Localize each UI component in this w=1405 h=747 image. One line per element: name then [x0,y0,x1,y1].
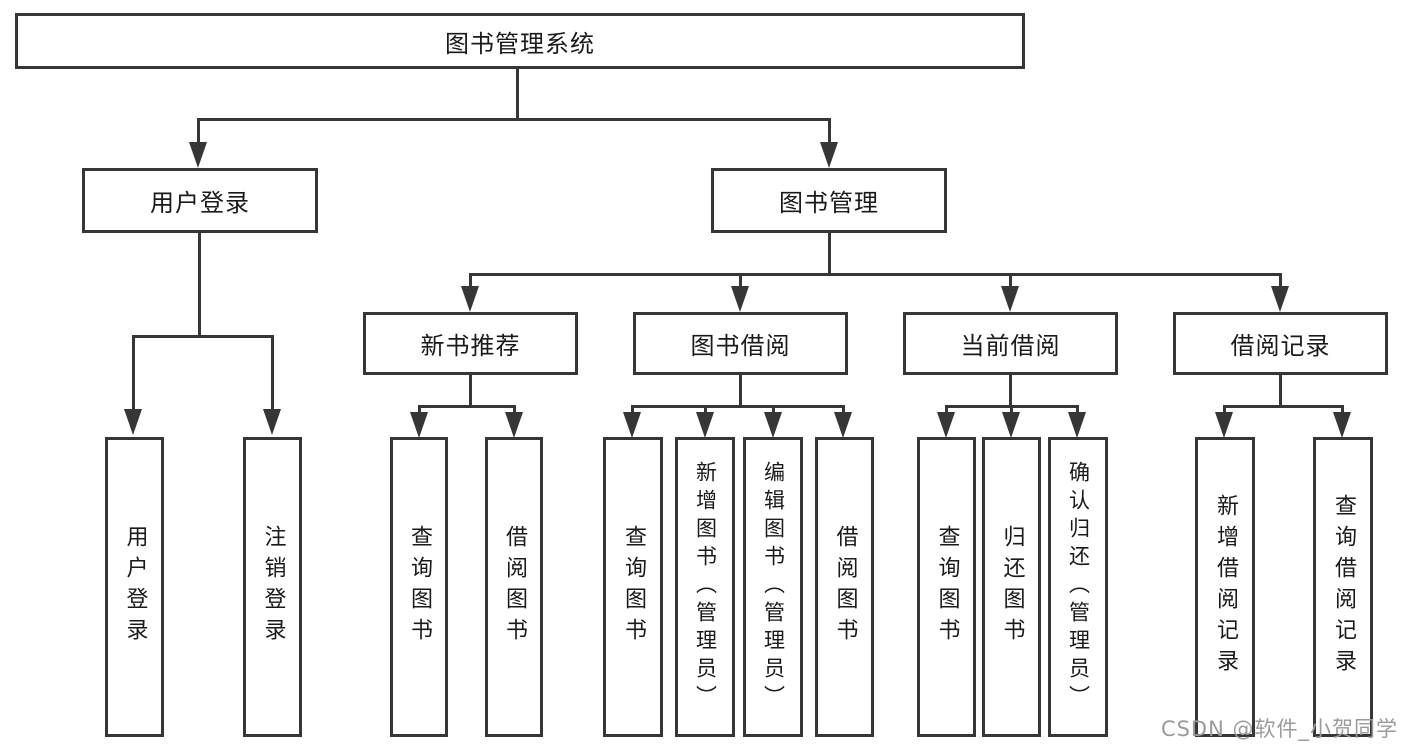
connector-arrow-stem-new-books [469,273,472,288]
node-label: 图书管理 [779,189,879,217]
arrowhead-user-login [189,142,207,168]
connector-borrow-records-stem [1279,375,1282,408]
leaf-logout: 注销登录 [243,437,302,737]
node-book-borrowing: 图书借阅 [633,312,848,375]
node-borrowing-records: 借阅记录 [1173,312,1388,375]
csdn-watermark: CSDN @软件_小贺同学 [1160,717,1398,741]
connector-arrow-stem-borrow-records [1279,273,1282,288]
node-library-management-system: 图书管理系统 [15,13,1025,69]
leaf-borrow-books-borrowing: 借阅图书 [815,437,874,737]
node-label: 查询借阅记录 [1331,494,1356,680]
node-new-book-recommend: 新书推荐 [363,312,578,375]
connector-arrow-stem [513,405,516,415]
connector-arrow-stem [1341,405,1344,415]
connector-arrow-stem [1223,405,1226,415]
connector-arrow-stem [945,405,948,415]
connector-book-management-stem [828,233,831,276]
leaf-confirm-return-admin: 确认归还（管理员） [1048,437,1108,737]
node-label: 用户登录 [150,189,250,217]
node-label: 图书管理系统 [445,29,595,58]
arrowhead-add-books [696,412,714,438]
node-current-borrowing: 当前借阅 [903,312,1118,375]
connector-arrow-stem-login-leaf [132,335,135,411]
connector-arrow-stem [418,405,421,415]
connector-arrow-stem-user-login [197,118,200,144]
arrowhead-add-borrow-record [1215,412,1233,438]
node-label: 用户登录 [122,525,148,649]
node-label: 查询图书 [934,525,960,649]
arrowhead-borrow-records [1271,286,1289,312]
node-label: 新增图书（管理员） [693,461,718,713]
leaf-query-books-current: 查询图书 [917,437,976,737]
connector-new-books-stem [469,375,472,408]
connector-arrow-stem [631,405,634,415]
connector-arrow-stem [772,405,775,415]
leaf-query-books-borrowing: 查询图书 [603,437,663,737]
leaf-add-borrow-record: 新增借阅记录 [1195,437,1255,737]
node-book-management: 图书管理 [711,168,947,233]
connector-arrow-stem-logout-leaf [271,335,274,411]
node-label: 新增借阅记录 [1213,494,1238,680]
node-label: 编辑图书（管理员） [761,461,786,713]
node-label: 当前借阅 [960,332,1061,360]
connector-arrow-stem [704,405,707,415]
arrowhead-confirm-return [1068,412,1086,438]
node-label: 借阅图书 [502,525,527,649]
connector-arrow-stem-book-borrow [739,273,742,288]
connector-arrow-stem [842,405,845,415]
connector-arrow-stem-current-borrow [1009,273,1012,288]
node-label: 借阅记录 [1230,332,1331,360]
connector-level1-bar [197,118,831,121]
connector-user-login-stem [198,233,201,338]
node-label: 借阅图书 [832,525,858,649]
connector-current-borrow-stem [1009,375,1012,408]
node-label: 图书借阅 [690,332,791,360]
node-label: 查询图书 [407,525,432,649]
leaf-edit-books-admin: 编辑图书（管理员） [743,437,803,737]
arrowhead-query-books-1 [410,412,428,438]
connector-level2-bar [469,273,1282,276]
connector-book-borrow-stem [739,375,742,408]
leaf-user-login: 用户登录 [105,437,164,737]
arrowhead-query-books-3 [937,412,955,438]
arrowhead-edit-books [764,412,782,438]
leaf-return-books: 归还图书 [982,437,1041,737]
connector-arrow-stem [1010,405,1013,415]
node-label: 查询图书 [621,525,646,649]
node-label: 新书推荐 [420,332,521,360]
connector-arrow-stem-book-management [828,118,831,144]
connector-user-login-bar [132,335,274,338]
arrowhead-query-books-2 [623,412,641,438]
connector-new-books-bar [418,405,516,408]
connector-root-stem [516,68,519,118]
arrowhead-borrow-books-2 [834,412,852,438]
node-label: 注销登录 [260,525,286,649]
leaf-add-books-admin: 新增图书（管理员） [675,437,735,737]
leaf-query-borrow-record: 查询借阅记录 [1313,437,1373,737]
connector-book-borrow-bar [631,405,845,408]
arrowhead-return-books [1002,412,1020,438]
arrowhead-logout-leaf [263,409,281,435]
node-label: 确认归还（管理员） [1066,461,1091,713]
leaf-query-books-recommend: 查询图书 [390,437,448,737]
connector-arrow-stem [1076,405,1079,415]
connector-borrow-records-bar [1223,405,1344,408]
arrowhead-book-management [820,142,838,168]
arrowhead-query-borrow-record [1333,412,1351,438]
node-user-login: 用户登录 [82,168,318,233]
node-label: 归还图书 [999,525,1025,649]
arrowhead-current-borrow [1001,286,1019,312]
arrowhead-new-books [461,286,479,312]
arrowhead-login-leaf [124,409,142,435]
leaf-borrow-books-recommend: 借阅图书 [485,437,543,737]
arrowhead-borrow-books-1 [505,412,523,438]
arrowhead-book-borrow [731,286,749,312]
